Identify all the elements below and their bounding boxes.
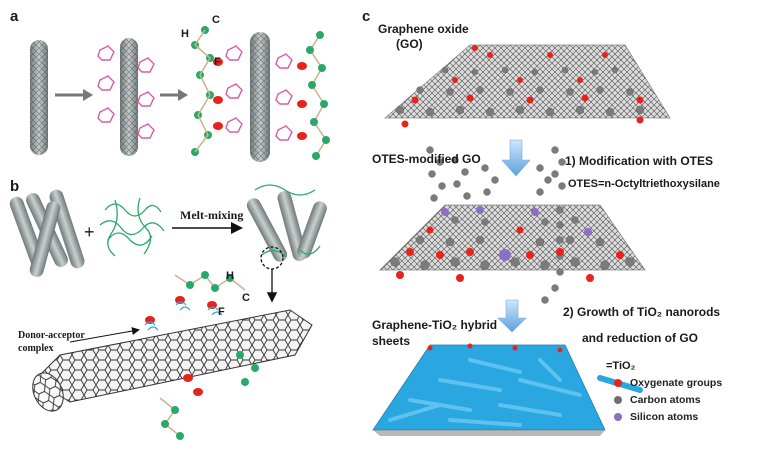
panel-c-graphic — [372, 44, 671, 436]
step-arrow — [501, 139, 531, 177]
panel-b-label: b — [10, 178, 20, 195]
otes-go-label: OTES-modified GO — [372, 152, 481, 166]
graphene-oxide-sheet — [383, 44, 671, 128]
donor-acceptor-label: Donor-acceptor — [18, 330, 85, 341]
polymer-coil — [99, 197, 165, 257]
tio2-key-label: =TiO₂ — [606, 360, 636, 372]
otes-modified-sheet — [379, 146, 646, 304]
polymer-chains — [191, 26, 223, 156]
melt-mixing-label: Melt-mixing — [180, 208, 244, 222]
step2-label-2: and reduction of GO — [582, 331, 698, 345]
oxygen-dot-icon — [614, 379, 622, 388]
graphene-tio2-hybrid-sheet — [372, 343, 606, 436]
nanotube-bundle — [9, 189, 85, 277]
panel-a-graphic — [30, 26, 330, 162]
legend-item-carbon: Carbon atoms — [614, 394, 701, 406]
panel-a-label: a — [10, 8, 19, 25]
silicon-dot-icon — [614, 413, 622, 422]
step-arrow — [497, 299, 527, 333]
hybrid-label-2: sheets — [372, 334, 411, 348]
go-label: Graphene oxide — [378, 22, 469, 36]
large-nanotube — [32, 309, 313, 412]
complex-label: complex — [18, 343, 54, 354]
atom-label-h-b: H — [226, 270, 234, 282]
dispersed-nanotubes — [246, 184, 327, 303]
otes-definition: OTES=n-Octyltriethoxysilane — [568, 178, 720, 190]
legend-item-silicon: Silicon atoms — [614, 411, 698, 423]
hybrid-label: Graphene-TiO₂ hybrid — [372, 318, 498, 332]
atom-label-h: H — [181, 28, 189, 40]
carbon-dot-icon — [614, 396, 622, 405]
panel-c-label: c — [362, 8, 371, 25]
step2-label: 2) Growth of TiO₂ nanorods — [563, 305, 721, 319]
grafted-chains — [144, 271, 259, 440]
legend-item-oxygenate: Oxygenate groups — [614, 377, 722, 389]
atom-label-c-b: C — [242, 292, 250, 304]
atom-label-c: C — [212, 14, 220, 26]
go-abbrev: (GO) — [396, 37, 423, 51]
atom-label-f-b: F — [218, 306, 225, 318]
step1-label: 1) Modification with OTES — [565, 154, 713, 168]
panel-b-graphic — [9, 184, 327, 440]
plus-sign: + — [84, 222, 95, 242]
atom-label-f: F — [214, 56, 221, 68]
